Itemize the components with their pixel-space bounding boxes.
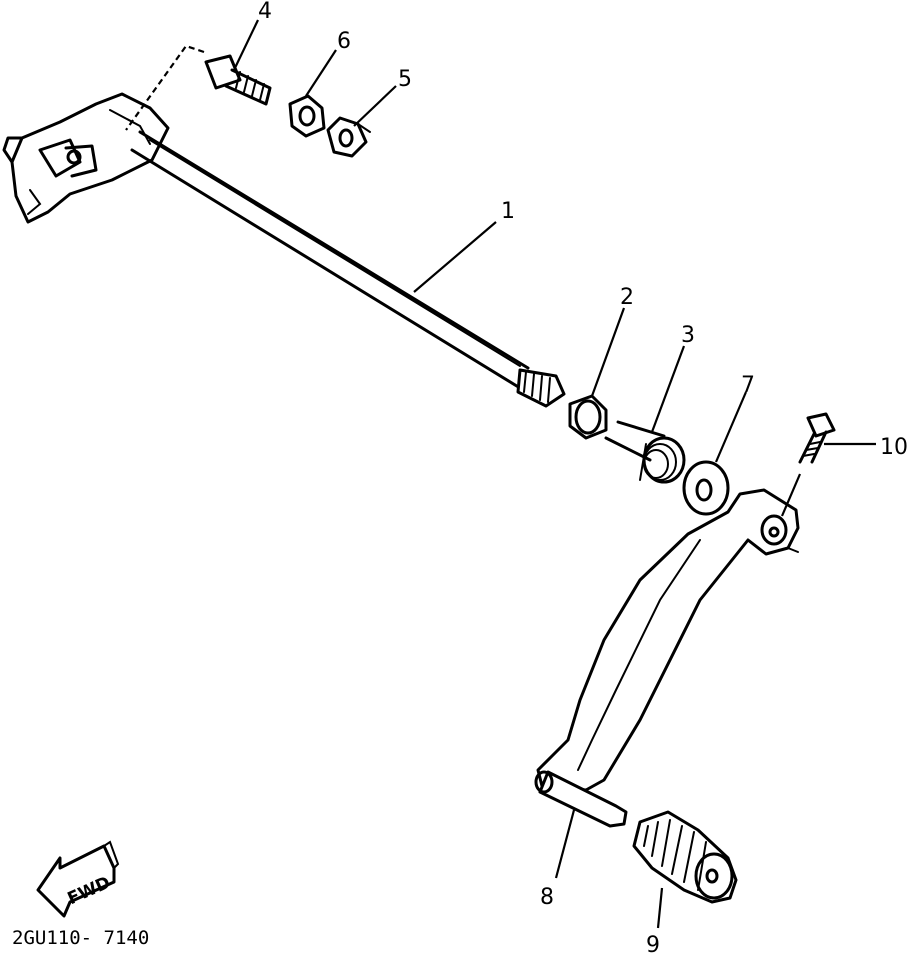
nut-part-6 [288,94,326,138]
lock-washer-part-5 [326,116,371,158]
collar-part-2 [568,394,608,440]
return-spring-part-3 [604,420,686,484]
shift-shaft-part-1 [2,92,566,408]
callout-8: 8 [540,885,554,910]
forward-direction-arrow: FWD [36,840,120,918]
callout-10: 10 [880,435,908,460]
drawing-code: 2GU110- 7140 [12,927,149,949]
callout-3: 3 [681,323,695,348]
pedal-rubber-part-9 [632,810,738,904]
callout-6: 6 [337,29,351,54]
shift-pedal-part-8 [534,488,800,828]
callout-9: 9 [646,933,660,956]
callout-1: 1 [501,199,515,224]
pinch-bolt-part-10 [798,412,836,464]
callout-2: 2 [620,285,634,310]
washer-part-7 [682,460,730,516]
callout-4: 4 [258,0,272,24]
stopper-bolt-part-4 [204,54,272,106]
callout-7: 7 [741,373,755,398]
callout-5: 5 [398,67,412,92]
